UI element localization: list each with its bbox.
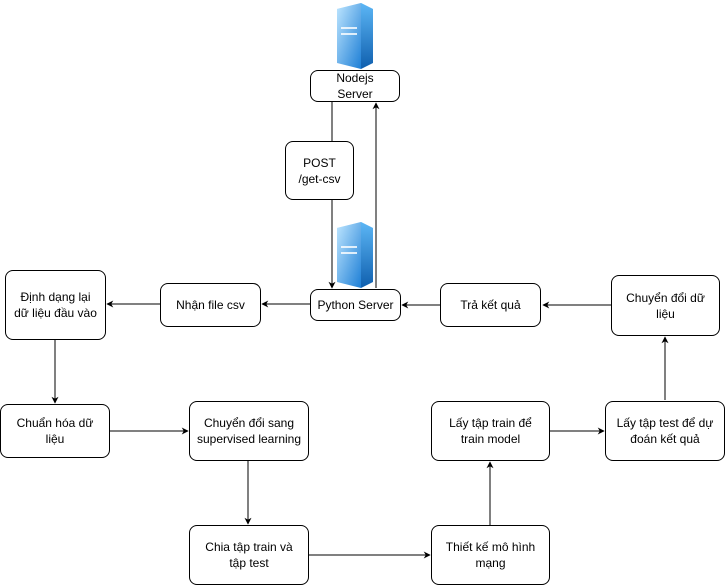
node-normalize-label: Chuẩn hóa dữ liệu — [16, 416, 94, 446]
node-return-result[interactable]: Trả kết quả — [440, 283, 541, 327]
node-post-get-csv-label: POST /get-csv — [298, 155, 341, 186]
node-split[interactable]: Chia tập train và tập test — [189, 525, 309, 585]
node-python-server-label: Python Server — [317, 298, 394, 312]
node-design-network-label: Thiết kế mô hình mạng — [445, 540, 536, 570]
node-nodejs-server[interactable]: Nodejs Server — [310, 70, 400, 102]
node-predict-label: Lấy tập test để dự đoán kết quả — [616, 416, 714, 446]
node-receive-csv[interactable]: Nhận file csv — [160, 283, 261, 327]
node-nodejs-server-label: Nodejs Server — [336, 71, 374, 101]
node-receive-csv-label: Nhận file csv — [176, 298, 245, 312]
node-split-label: Chia tập train và tập test — [205, 540, 293, 570]
node-to-supervised[interactable]: Chuyển đổi sang supervised learning — [189, 401, 309, 461]
server-icon — [337, 222, 373, 288]
node-convert-data[interactable]: Chuyển đổi dữ liệu — [611, 275, 720, 336]
node-python-server[interactable]: Python Server — [310, 289, 401, 321]
node-design-network[interactable]: Thiết kế mô hình mạng — [431, 525, 550, 585]
node-convert-data-label: Chuyển đổi dữ liệu — [626, 290, 705, 321]
node-reformat-input-label: Định dạng lại dữ liệu đầu vào — [14, 290, 97, 320]
node-post-get-csv[interactable]: POST /get-csv — [285, 141, 354, 200]
node-reformat-input[interactable]: Định dạng lại dữ liệu đầu vào — [5, 270, 106, 340]
server-icon — [337, 3, 373, 69]
node-train-model-label: Lấy tập train để train model — [449, 416, 532, 446]
node-train-model[interactable]: Lấy tập train để train model — [431, 401, 550, 461]
node-predict[interactable]: Lấy tập test để dự đoán kết quả — [605, 401, 725, 461]
node-return-result-label: Trả kết quả — [460, 298, 521, 312]
node-normalize[interactable]: Chuẩn hóa dữ liệu — [0, 404, 110, 458]
node-to-supervised-label: Chuyển đổi sang supervised learning — [196, 416, 302, 446]
